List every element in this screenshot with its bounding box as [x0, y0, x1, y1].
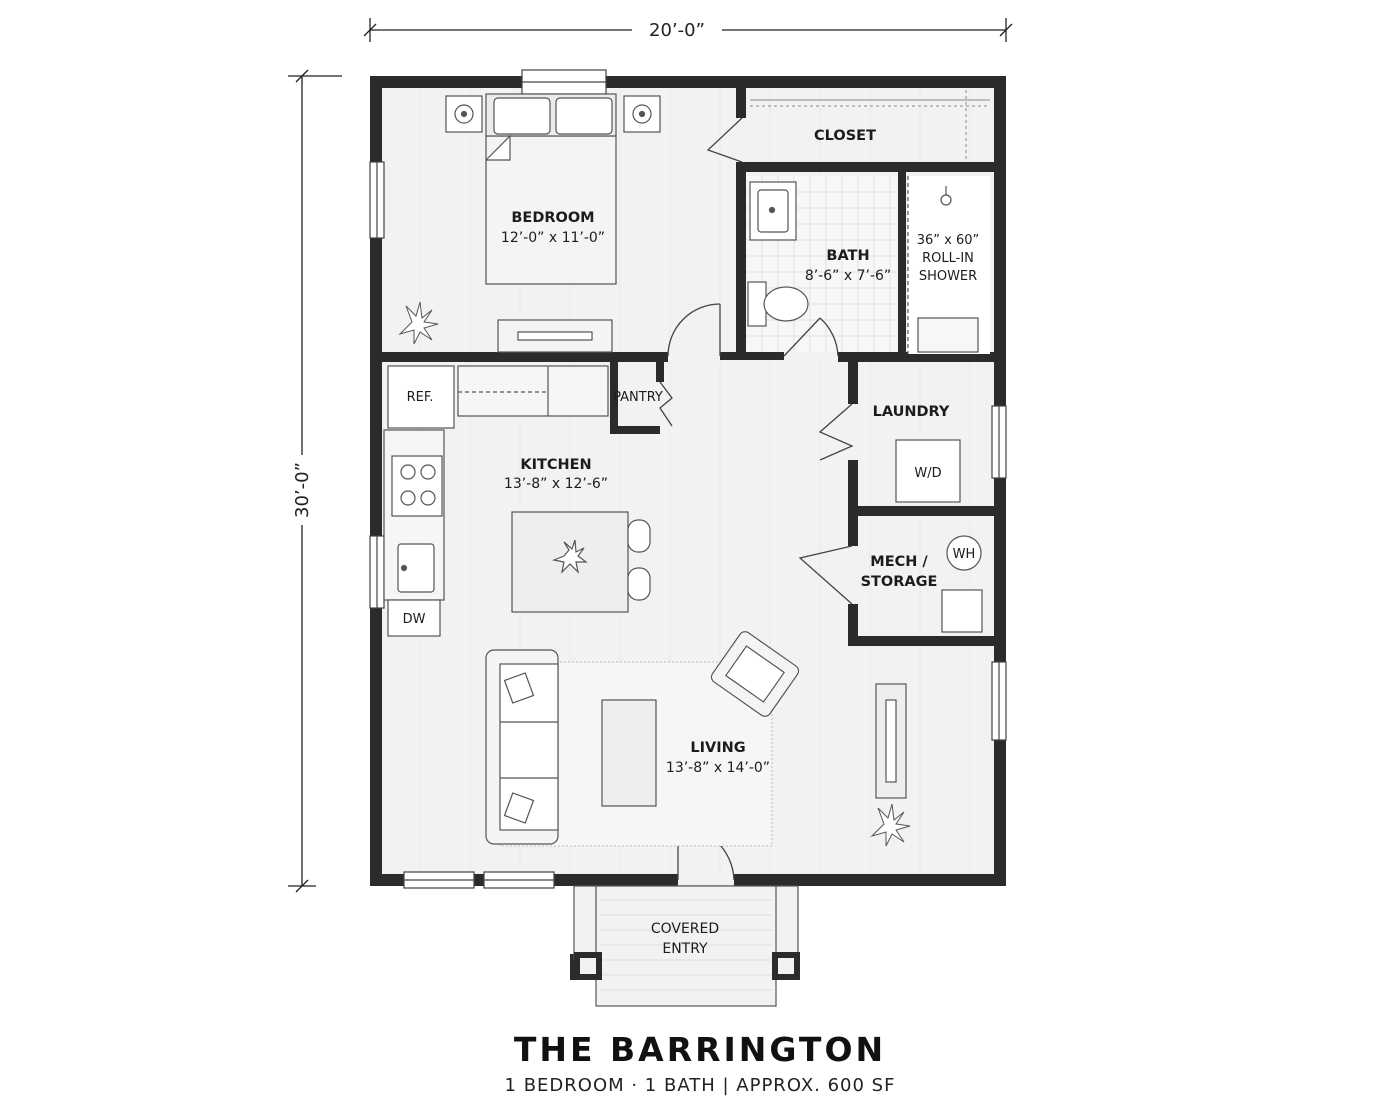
refrigerator [387, 365, 455, 429]
pantry-label: PANTRY [613, 390, 663, 405]
laundry-door [818, 403, 858, 461]
plan-subtitle: 1 BEDROOM · 1 BATH | APPROX. 600 SF [504, 1075, 896, 1096]
pantry-door [656, 381, 673, 427]
kitchen-size: 13’-8” x 12’-6” [504, 476, 608, 492]
laundry-label: LAUNDRY [873, 404, 950, 420]
mech-label-line2: STORAGE [861, 574, 938, 590]
nightstand-left [445, 95, 483, 133]
wh-label: WH [953, 547, 976, 562]
kitchen-label: KITCHEN [520, 457, 591, 473]
closet-rod [750, 90, 990, 160]
pillow-left [493, 97, 551, 135]
bedroom-window-north [521, 69, 607, 95]
dw-label: DW [403, 612, 426, 627]
kitchen-window-west [369, 535, 385, 609]
bath-vanity-sink [749, 181, 797, 241]
pantry-west-wall [610, 362, 618, 434]
sofa [485, 649, 559, 845]
living-window-south-right [483, 871, 555, 889]
shower-label-type: ROLL-IN [922, 251, 974, 266]
exterior-wall-left [370, 76, 382, 886]
laundry-west-wall-lower [848, 460, 858, 546]
ref-label: REF. [407, 390, 434, 405]
plant-bedroom [398, 301, 439, 345]
exterior-wall-top [370, 76, 1006, 88]
bed [485, 93, 617, 285]
dresser [497, 319, 613, 353]
mech-west-wall [848, 604, 858, 646]
tv-console [875, 683, 907, 799]
pantry-south-wall [610, 426, 660, 434]
bedroom-door [667, 303, 721, 362]
bath-shower-partition [898, 172, 906, 354]
covered-entry-porch [573, 885, 800, 1007]
width-dimension-label: 20’-0” [649, 20, 705, 41]
pantry-east-wall [656, 362, 664, 382]
laundry-south-wall [848, 506, 994, 516]
roll-in-shower [907, 176, 990, 354]
shower-label-size: 36” x 60” [917, 233, 980, 248]
closet-south-wall [736, 162, 994, 172]
range-cooktop [391, 455, 443, 517]
depth-dimension-label: 30’-0” [292, 462, 313, 518]
bath-size: 8’-6” x 7’-6” [805, 268, 891, 284]
toilet [747, 281, 809, 327]
bar-stools [627, 519, 651, 601]
plant-living [870, 803, 911, 847]
closet-door [706, 117, 746, 163]
kitchen-sink [397, 543, 435, 593]
living-window-east [991, 661, 1007, 741]
bed-frame [485, 135, 617, 285]
width-dimension [363, 18, 1013, 42]
pillow-right [555, 97, 613, 135]
living-window-south-left [403, 871, 475, 889]
washer-dryer [895, 439, 961, 503]
nightstand-right [623, 95, 661, 133]
bedroom-east-wall-upper [736, 88, 746, 118]
windows [369, 69, 1007, 889]
plan-footer: THE BARRINGTON 1 BEDROOM · 1 BATH | APPR… [0, 1030, 1400, 1096]
bedroom-east-wall-lower [736, 162, 746, 358]
bedroom-label: BEDROOM [511, 210, 594, 226]
living-size: 13’-8” x 14’-0” [666, 760, 770, 776]
bath-south-wall-left [736, 352, 784, 360]
entry-label-line2: ENTRY [662, 941, 708, 957]
hall-wall-stub [720, 352, 746, 360]
mech-unit [941, 589, 983, 633]
bath-south-wall-right [838, 352, 994, 362]
laundry-west-wall-upper [848, 362, 858, 404]
wd-label: W/D [914, 466, 941, 481]
bath-door [783, 317, 839, 362]
bedroom-size: 12’-0” x 11’-0” [501, 230, 605, 246]
bedroom-window-west [369, 161, 385, 239]
living-label: LIVING [690, 740, 745, 756]
coffee-table [601, 699, 657, 807]
plan-title: THE BARRINGTON [513, 1030, 887, 1069]
bedroom-south-wall [382, 352, 668, 362]
mech-label-line1: MECH / [870, 554, 928, 570]
bath-label: BATH [826, 248, 869, 264]
closet-label: CLOSET [814, 128, 876, 144]
shower-label-name: SHOWER [919, 269, 977, 284]
depth-dimension [288, 69, 342, 893]
exterior-wall-right [994, 76, 1006, 886]
armchair [710, 631, 800, 717]
kitchen-island [511, 511, 629, 613]
kitchen-counter-north [457, 365, 609, 417]
dishwasher [387, 599, 441, 637]
mech-door [798, 545, 858, 605]
laundry-window-east [991, 405, 1007, 479]
water-heater [946, 535, 982, 571]
mech-south-wall [848, 636, 994, 646]
entry-label-line1: COVERED [651, 921, 719, 937]
